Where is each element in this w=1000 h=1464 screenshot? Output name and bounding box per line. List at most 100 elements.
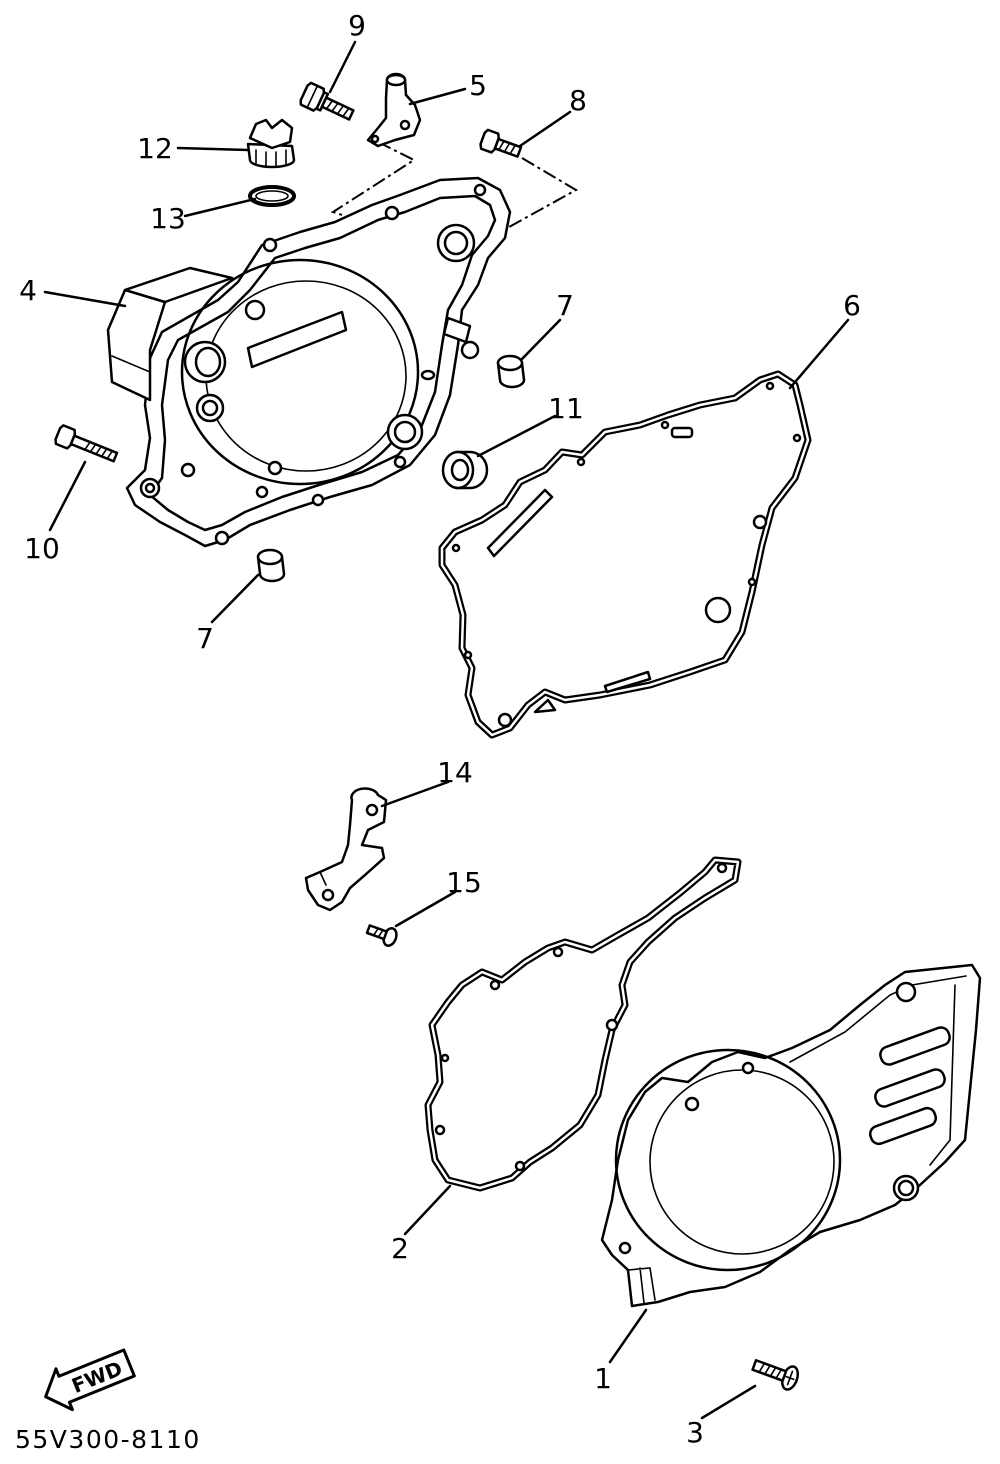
leader-line-6 [788, 318, 850, 390]
leader-line-8 [518, 110, 572, 148]
bolt-hole [384, 205, 400, 221]
screw-thread [372, 927, 384, 938]
collar-top [256, 548, 284, 566]
leader-line-5 [408, 87, 467, 106]
gasket-hole [660, 420, 670, 430]
bolt-thread [84, 441, 114, 460]
cover-box-top [123, 266, 234, 304]
callout-label: 4 [19, 274, 37, 307]
boss-hole [194, 346, 222, 378]
collar-top [496, 354, 524, 372]
callout-label: 7 [196, 622, 214, 655]
gasket-hole [451, 543, 461, 553]
part-15-screw [365, 924, 398, 947]
gasket-hole [514, 1160, 526, 1172]
bolt-hole [180, 462, 196, 478]
bracket-hole [365, 803, 379, 817]
leader-line-9 [328, 40, 357, 94]
generator-dome-outer [614, 1048, 842, 1272]
callout-label: 3 [686, 1416, 704, 1449]
bolt-hole [473, 183, 487, 197]
dowel-boss [460, 340, 480, 360]
gasket-hole [765, 381, 775, 391]
boss-hole [201, 399, 219, 417]
plug-thread [255, 149, 287, 167]
gasket-hole [489, 979, 501, 991]
bolt-hole [684, 1096, 700, 1112]
bracket-hole [399, 119, 411, 131]
gasket-hole [434, 1124, 446, 1136]
bolt-hole [393, 455, 407, 469]
part-12-plug [246, 118, 296, 169]
callout-label: 12 [137, 132, 173, 165]
pin [420, 369, 436, 381]
bolt-thread [497, 140, 517, 155]
bolt-hole [267, 460, 283, 476]
crankcase-cover-lower [600, 963, 982, 1308]
plug-cap [248, 118, 294, 150]
part-10-bolt [54, 424, 119, 463]
callout-label: 9 [348, 9, 366, 42]
gasket-slot [603, 670, 652, 694]
forward-arrow: FWD [44, 1348, 136, 1412]
vent-slot [874, 1068, 946, 1108]
boss-hole [144, 482, 156, 494]
leader-line-14 [380, 780, 450, 808]
leader-line-15 [394, 890, 457, 928]
leader-line-11 [476, 414, 557, 458]
leader-line-1 [608, 1308, 648, 1364]
gasket-hole [552, 946, 564, 958]
cover-base [627, 1267, 656, 1304]
callout-label: 14 [437, 756, 473, 789]
gasket-hole [576, 457, 586, 467]
gasket-hole [716, 862, 728, 874]
bracket-hole [321, 888, 335, 902]
cover-outline [125, 176, 512, 548]
callout-label: 5 [469, 69, 487, 102]
bolt-hole [255, 485, 269, 499]
gasket-upper [442, 374, 808, 735]
part-14-bracket [304, 787, 388, 912]
gasket-hole [747, 577, 757, 587]
callout-label: 7 [556, 289, 574, 322]
gasket-slot [486, 488, 554, 558]
gasket-hole [792, 433, 802, 443]
diagram-code: 55V300-8110 [15, 1425, 201, 1454]
bolt-head [54, 424, 77, 450]
generator-dome-inner [649, 1069, 835, 1255]
callout-label: 15 [446, 866, 482, 899]
boss [244, 299, 266, 321]
bolt-head-edge [306, 85, 319, 109]
callout-label: 11 [548, 392, 584, 425]
bracket-top [385, 73, 407, 87]
bracket-body [304, 787, 388, 912]
leader-line-4 [43, 290, 127, 308]
gasket-lower [428, 860, 738, 1188]
gasket-hole [463, 650, 473, 660]
assembly-line [499, 157, 579, 233]
gasket-notch [533, 698, 557, 714]
vent-slot [868, 1106, 938, 1146]
o-ring-outer [248, 185, 296, 207]
part-3-screw [751, 1359, 800, 1391]
bracket-fold [319, 871, 327, 886]
part-7-collar [496, 354, 526, 389]
screw-cross [785, 1370, 795, 1386]
screw-thread [758, 1362, 783, 1380]
callout-label: 13 [150, 202, 186, 235]
clutch-dome-outer [180, 258, 420, 486]
cover-ridge [929, 984, 956, 1166]
gasket-hole [704, 596, 732, 624]
bolt-hole [741, 1061, 755, 1075]
leader-line-3 [700, 1384, 757, 1420]
bolt-hole [895, 981, 917, 1003]
bolt-shaft [69, 434, 119, 463]
leader-line-7 [210, 573, 260, 624]
bolt-thread [325, 99, 350, 118]
callout-label: 6 [843, 289, 861, 322]
bolt-hole [618, 1241, 632, 1255]
leader-line-2 [403, 1184, 452, 1236]
part-11-oil-seal [441, 450, 489, 490]
gasket-slot [670, 426, 694, 439]
